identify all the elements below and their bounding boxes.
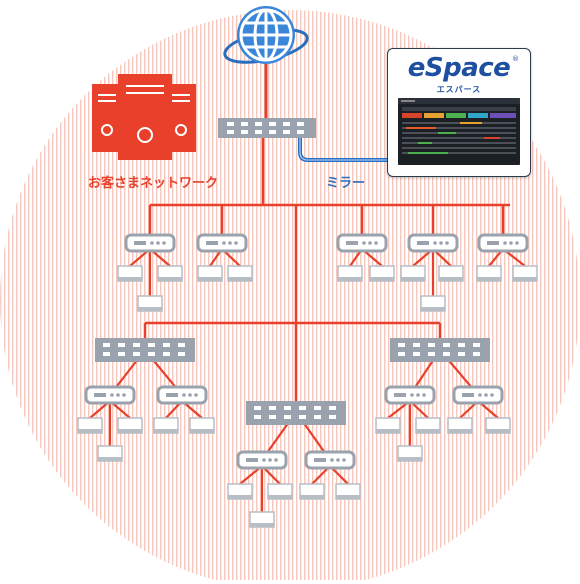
client-device-icon — [153, 417, 179, 434]
client-device-icon — [420, 295, 446, 312]
globe-icon — [223, 6, 309, 64]
hub-icon — [84, 385, 136, 405]
hub-icon — [124, 233, 176, 253]
espace-kana-label: エスパース — [436, 85, 482, 94]
dashboard-screen-icon — [398, 98, 520, 165]
customer-network-label: お客さまネットワーク — [88, 176, 219, 191]
client-device-icon — [485, 417, 511, 434]
server-icon — [92, 74, 196, 160]
client-device-icon — [447, 417, 473, 434]
client-device-icon — [249, 511, 275, 528]
hub-icon — [156, 385, 208, 405]
client-device-icon — [512, 265, 538, 282]
hub-icon — [452, 385, 504, 405]
client-device-icon — [97, 445, 123, 462]
hub-icon — [477, 233, 529, 253]
client-device-icon — [415, 417, 441, 434]
client-device-icon — [400, 265, 426, 282]
client-device-icon — [438, 265, 464, 282]
client-device-icon — [375, 417, 401, 434]
network-switch-icon — [246, 401, 346, 425]
hub-icon — [384, 385, 436, 405]
hub-icon — [407, 233, 459, 253]
client-device-icon — [117, 265, 143, 282]
client-device-icon — [476, 265, 502, 282]
client-device-icon — [335, 483, 361, 500]
client-device-icon — [227, 483, 253, 500]
network-links — [143, 138, 510, 405]
client-device-icon — [137, 295, 163, 312]
client-device-icon — [267, 483, 293, 500]
network-switch-icon — [218, 118, 316, 138]
client-device-icon — [397, 445, 423, 462]
client-device-icon — [299, 483, 325, 500]
client-device-icon — [157, 265, 183, 282]
mirror-label: ミラー — [326, 176, 366, 191]
network-switch-icon — [390, 338, 490, 362]
client-device-icon — [227, 265, 253, 282]
hub-icon — [196, 233, 248, 253]
hub-icon — [304, 450, 356, 470]
client-device-icon — [337, 265, 363, 282]
client-device-icon — [77, 417, 103, 434]
client-device-icon — [117, 417, 143, 434]
client-device-icon — [197, 265, 223, 282]
hub-icon — [336, 233, 388, 253]
client-device-icon — [369, 265, 395, 282]
registered-mark: ® — [512, 55, 519, 63]
hub-icon — [236, 450, 288, 470]
client-device-icon — [189, 417, 215, 434]
network-switch-icon — [95, 338, 195, 362]
espace-monitor-card: eSpace ® エスパース — [387, 48, 531, 177]
espace-logo: eSpace — [407, 53, 511, 83]
